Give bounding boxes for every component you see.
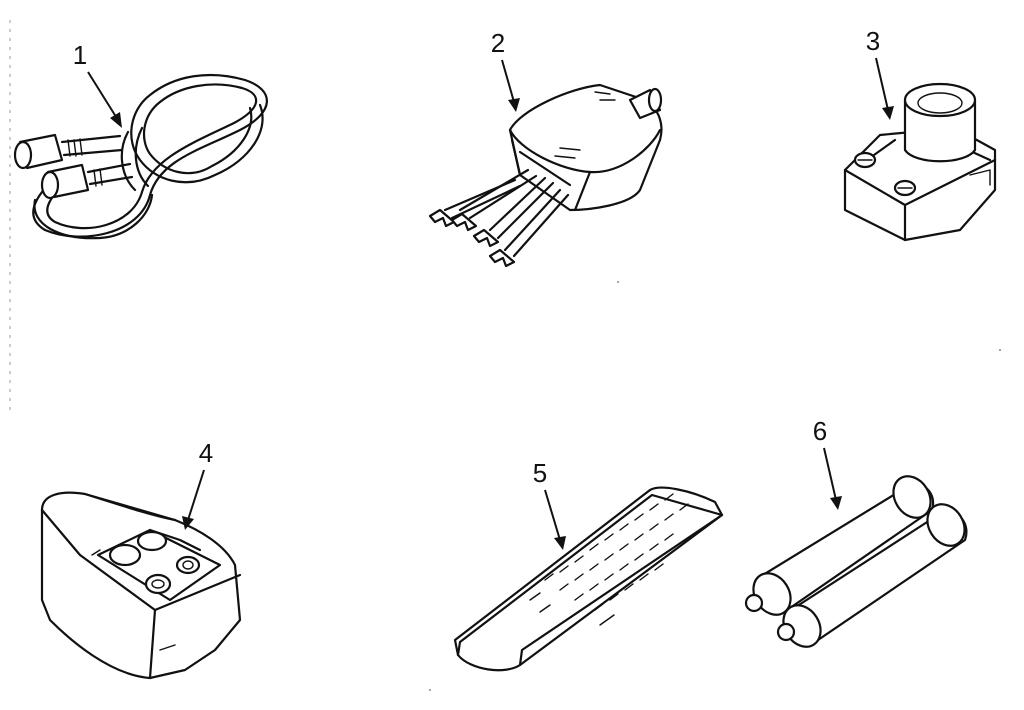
remote-buttons [529,493,689,626]
arrow-1 [87,71,122,128]
arrow-4 [182,469,205,530]
arrow-6 [823,447,842,510]
label-1: 1 [73,40,87,70]
scan-speck [429,689,431,691]
label-5: 5 [533,458,547,488]
arrow-2 [501,59,520,112]
scan-speck [999,349,1001,351]
scan-speck [617,281,619,283]
arrow-3 [875,57,894,120]
label-4: 4 [199,438,213,468]
arrow-5 [544,489,566,550]
label-2: 2 [491,28,505,58]
label-3: 3 [866,26,880,56]
label-6: 6 [813,416,827,446]
part-4-splitter-icon [40,491,242,680]
part-3-adapter-icon [843,82,997,242]
part-6-batteries-icon [744,475,968,648]
part-1-cable-icon [13,73,268,240]
part-5-remote-icon [453,486,724,672]
part-2-transformer-icon [428,83,663,268]
